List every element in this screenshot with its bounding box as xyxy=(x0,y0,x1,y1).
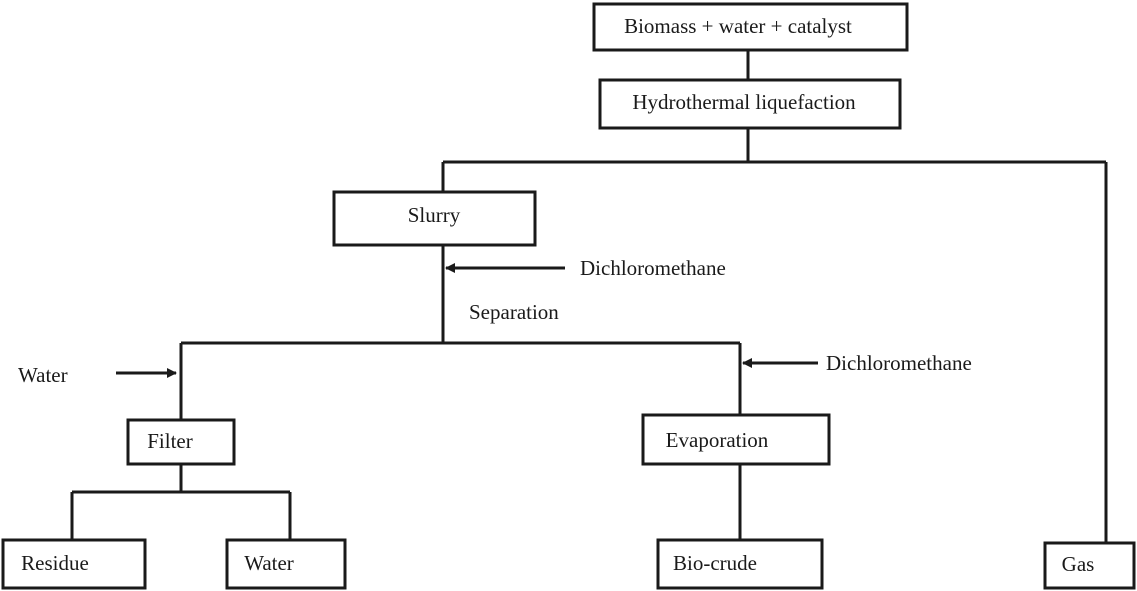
residue-label: Residue xyxy=(21,551,89,575)
gas-box xyxy=(1043,541,1136,590)
node-filter: Filter xyxy=(126,418,236,466)
residue-box xyxy=(1,538,147,590)
filter-label: Filter xyxy=(147,429,193,453)
water-out-box xyxy=(225,538,347,590)
node-evaporation: Evaporation xyxy=(641,413,831,466)
node-gas: Gas xyxy=(1043,541,1136,590)
water-out-label: Water xyxy=(244,551,294,575)
filter-box xyxy=(126,418,236,466)
evaporation-label: Evaporation xyxy=(666,428,769,452)
slurry-label: Slurry xyxy=(408,203,461,227)
gas-label: Gas xyxy=(1062,552,1095,576)
evaporation-box xyxy=(641,413,831,466)
node-slurry: Slurry xyxy=(332,190,537,247)
water-inlet-label: Water xyxy=(18,363,68,387)
node-biocrude: Bio-crude xyxy=(656,538,824,590)
biocrude-box xyxy=(656,538,824,590)
separation-label: Separation xyxy=(469,300,559,324)
node-residue: Residue xyxy=(1,538,147,590)
htl-box xyxy=(598,78,902,130)
node-htl: Hydrothermal liquefaction xyxy=(598,78,902,130)
slurry-box xyxy=(332,190,537,247)
dichloromethane-label-2: Dichloromethane xyxy=(826,351,972,375)
node-feed: Biomass + water + catalyst xyxy=(592,2,909,52)
feed-box xyxy=(592,2,909,52)
dichloromethane-label-1: Dichloromethane xyxy=(580,256,726,280)
biocrude-label: Bio-crude xyxy=(673,551,757,575)
htl-label: Hydrothermal liquefaction xyxy=(632,90,856,114)
feed-label: Biomass + water + catalyst xyxy=(624,14,852,38)
node-water-out: Water xyxy=(225,538,347,590)
inlet-arrows xyxy=(116,263,818,378)
connectors xyxy=(70,50,1108,543)
